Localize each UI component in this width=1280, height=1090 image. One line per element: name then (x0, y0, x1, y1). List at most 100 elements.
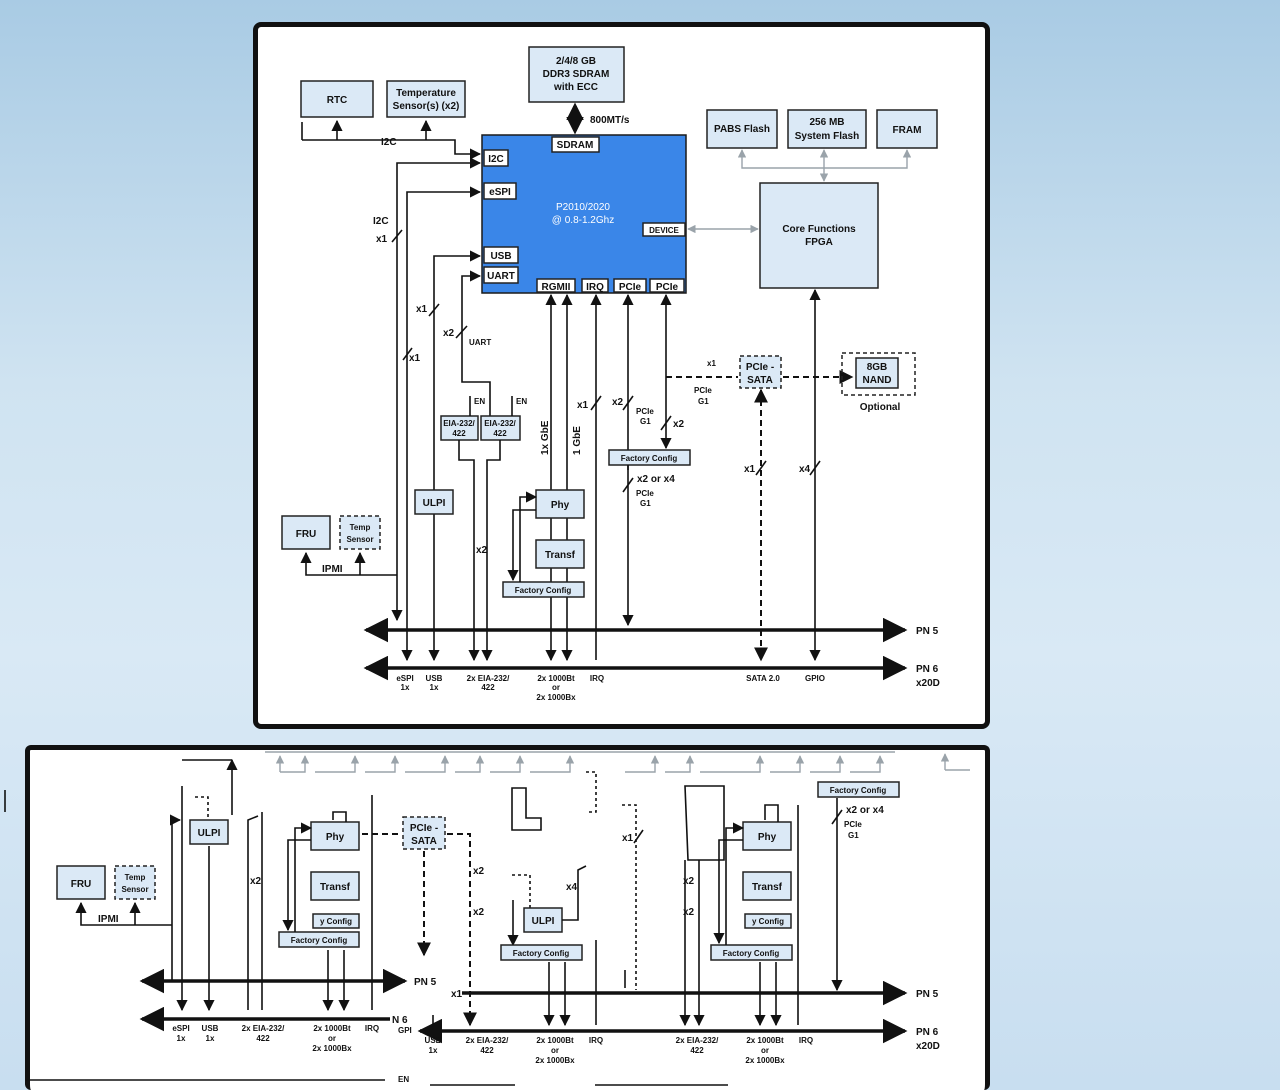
pcie-g1-label-b1: PCIe (636, 489, 654, 498)
x2-label-uart: x2 (443, 328, 455, 339)
pcie-g1-label-c1: PCIe (694, 386, 712, 395)
pin-eth-1: 2x 1000Bt (537, 674, 575, 683)
x1-label-i2c: x1 (376, 234, 388, 245)
pin-usb-2: 1x (430, 683, 439, 692)
bottom-x1-label-mid: x1 (622, 833, 634, 844)
bottom-ulpi-block-mid: ULPI (523, 907, 563, 933)
bottom-temp-line2: Sensor (121, 885, 148, 894)
cpu-port-usb: USB (490, 251, 511, 262)
bottom-yconfig-block-right: y Config (744, 913, 792, 929)
bottom-phy-block-left: Phy (310, 821, 360, 851)
bottom-transf-block-left: Transf (310, 871, 360, 901)
ddr-line3: with ECC (553, 82, 598, 93)
pn5-label: PN 5 (916, 626, 939, 637)
x1-label-sata-top: x1 (707, 359, 716, 368)
cpu-port-espi: eSPI (489, 187, 511, 198)
ddr-line2: DDR3 SDRAM (543, 69, 610, 80)
bottom-factory-config-left: Factory Config (278, 931, 360, 948)
pcie-g1-label-a2: G1 (640, 417, 651, 426)
bottom-factory-config-right: Factory Config (710, 944, 793, 961)
pn6-x20d-label: x20D (916, 678, 940, 689)
pcie-sata-line2: SATA (747, 375, 773, 386)
cpu-port-pcie2: PCIe (656, 282, 679, 293)
bottom-pcie-sata-line1: PCIe - (410, 823, 438, 834)
bottom-pcie-g1-line2: G1 (848, 831, 859, 840)
bottom-pin-eth-2: or (328, 1034, 336, 1043)
nand-optional-block: 8GB NAND (841, 352, 916, 396)
bottom-pin-eia-right-1: 2x EIA-232/ (676, 1036, 719, 1045)
bottom-gpio-cut-label: GPI (398, 1026, 412, 1035)
bottom-ulpi-block: ULPI (189, 819, 229, 845)
phy-block: Phy (535, 489, 585, 519)
bottom-pcie-g1-line1: PCIe (844, 820, 862, 829)
bottom-pn5-label-left: PN 5 (414, 977, 437, 988)
temp-sensor-small-line1: Temp (350, 523, 371, 532)
gbe-label-1: 1x GbE (540, 420, 551, 455)
eia2-line2: 422 (493, 429, 507, 438)
bottom-pin-usb-2: 1x (206, 1034, 215, 1043)
bottom-ulpi-label: ULPI (198, 828, 221, 839)
bottom-pin-eia-mid-2: 422 (480, 1046, 494, 1055)
bottom-pn5-label-right: PN 5 (916, 989, 939, 1000)
bottom-pin-eia-2: 422 (256, 1034, 270, 1043)
bottom-fru-block: FRU (56, 865, 106, 900)
bottom-transf-block-right: Transf (742, 871, 792, 901)
fpga-line1: Core Functions (782, 224, 856, 235)
bottom-x2-label-d: x2 (683, 907, 695, 918)
transformer-block: Transf (535, 539, 585, 569)
bottom-pin-eth-3: 2x 1000Bx (312, 1044, 352, 1053)
uart-label: UART (469, 338, 491, 347)
system-flash-block: 256 MB System Flash (787, 109, 867, 149)
x1-label-espi: x1 (409, 353, 421, 364)
temp-sensor-small-line2: Sensor (346, 535, 373, 544)
pin-eth-3: 2x 1000Bx (536, 693, 576, 702)
bottom-pn6-label-right: PN 6 (916, 1027, 939, 1038)
bottom-pin-irq-mid: IRQ (589, 1036, 603, 1045)
bottom-phy-block-right: Phy (742, 821, 792, 851)
ipmi-label: IPMI (322, 564, 343, 575)
bottom-ipmi-label: IPMI (98, 914, 119, 925)
bottom-factory-config-label-right: Factory Config (723, 949, 780, 958)
bottom-phy-label-left: Phy (326, 832, 345, 843)
pin-espi-1: eSPI (396, 674, 413, 683)
bottom-yconfig-label-left: y Config (320, 917, 352, 926)
bottom-x2-eia-label: x2 (250, 876, 262, 887)
bottom-pin-usb-mid-2: 1x (429, 1046, 438, 1055)
ddr-memory-block: 2/4/8 GB DDR3 SDRAM with ECC (528, 46, 625, 103)
pcie-g1-label-b2: G1 (640, 499, 651, 508)
pcie-g1-label-c2: G1 (698, 397, 709, 406)
bottom-pin-eia-mid-1: 2x EIA-232/ (466, 1036, 509, 1045)
bottom-pin-irq-right: IRQ (799, 1036, 813, 1045)
x1-label-usb: x1 (416, 304, 428, 315)
cpu-port-irq: IRQ (586, 282, 604, 293)
nand-line2: NAND (863, 375, 892, 386)
bottom-pin-irq-1: IRQ (365, 1024, 379, 1033)
x2-label-pcie2: x2 (673, 419, 685, 430)
gbe-label-2: 1 GbE (572, 426, 583, 455)
bottom-pin-eth-mid-1: 2x 1000Bt (536, 1036, 574, 1045)
pabs-flash-block: PABS Flash (706, 109, 778, 149)
ddr-line1: 2/4/8 GB (556, 56, 596, 67)
x2-label-eia: x2 (476, 545, 488, 556)
eia1-line1: EIA-232/ (443, 419, 475, 428)
temp-sensor-dashed-block: Temp Sensor (339, 515, 381, 550)
fpga-line2: FPGA (805, 237, 833, 248)
pin-eia-1: 2x EIA-232/ (467, 674, 510, 683)
eia1-line2: 422 (452, 429, 466, 438)
transf-label: Transf (545, 550, 576, 561)
pin-sata: SATA 2.0 (746, 674, 780, 683)
bottom-factory-config-label-left: Factory Config (291, 936, 348, 945)
cpu-name-line2: @ 0.8-1.2Ghz (552, 215, 614, 226)
rtc-label: RTC (327, 95, 348, 106)
cpu-port-i2c: I2C (488, 154, 504, 165)
x1-label-sata: x1 (744, 464, 756, 475)
x1-label-irq: x1 (577, 400, 589, 411)
ulpi-label: ULPI (423, 498, 446, 509)
x2-label-pcie1: x2 (612, 397, 624, 408)
pabs-flash-label: PABS Flash (714, 124, 770, 135)
bottom-ulpi-label-mid: ULPI (532, 916, 555, 927)
pin-gpio: GPIO (805, 674, 825, 683)
factory-config-label-pcie: Factory Config (621, 454, 678, 463)
en-label-1: EN (474, 397, 485, 406)
